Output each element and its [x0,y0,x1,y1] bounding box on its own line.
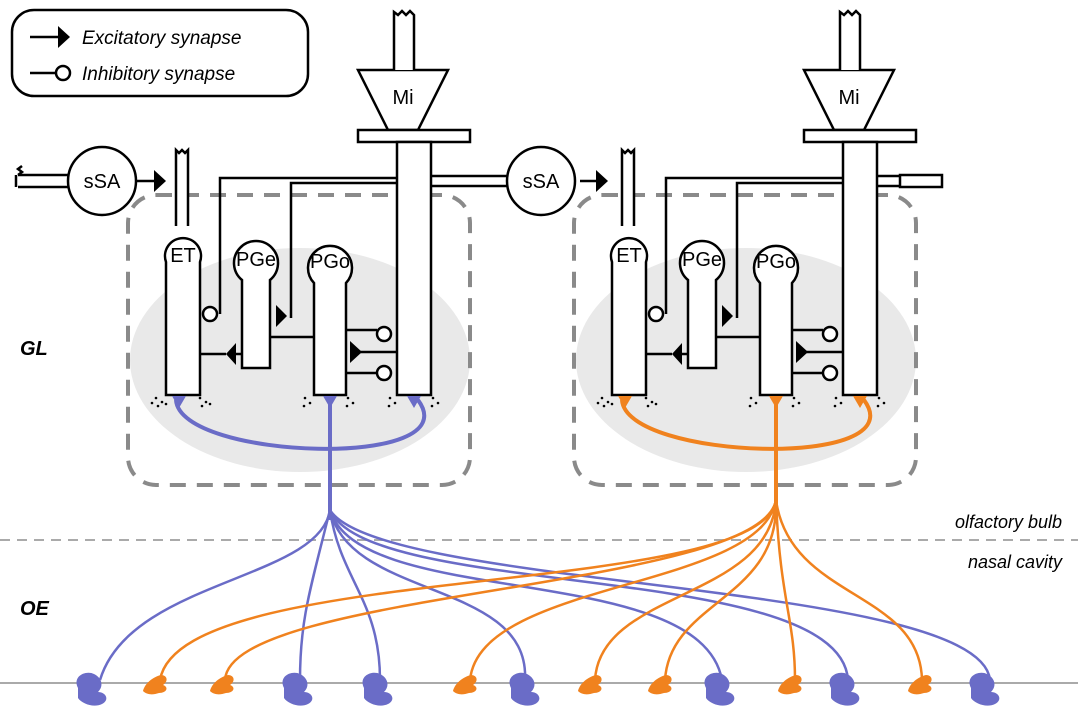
ssa-label: sSA [84,171,121,193]
mi-label-2: Mi [838,87,859,109]
olfactory-bulb-label: olfactory bulb [955,512,1062,532]
mi-label: Mi [392,87,413,109]
receptor-neurons [76,672,1000,706]
ssa-cell [66,145,138,217]
glomerular-module-orange: sSA ET PGe PGo Mi [505,9,918,520]
pge-label-2: PGe [682,249,722,271]
legend-inhibitory-label: Inhibitory synapse [82,64,235,85]
ssa-label-2: sSA [523,171,560,193]
legend-excitatory-label: Excitatory synapse [82,28,241,49]
oe-label: OE [20,598,50,620]
ssa-cell-2 [505,145,577,217]
glomerular-module-blue: sSA ET PGe PGo Mi [66,9,472,520]
pge-label: PGe [236,249,276,271]
nasal-cavity-label: nasal cavity [968,552,1063,572]
pgo-label-2: PGo [756,251,796,273]
et-label: ET [170,245,196,267]
orange-receptor-axons [158,499,924,681]
gl-label: GL [20,338,48,360]
legend: Excitatory synapse Inhibitory synapse [10,8,310,98]
excitatory-synapse-icon [58,26,70,48]
et-label-2: ET [616,245,642,267]
inhibitory-synapse-icon [54,64,72,82]
blue-receptor-axons [98,509,992,681]
pgo-label: PGo [310,251,350,273]
